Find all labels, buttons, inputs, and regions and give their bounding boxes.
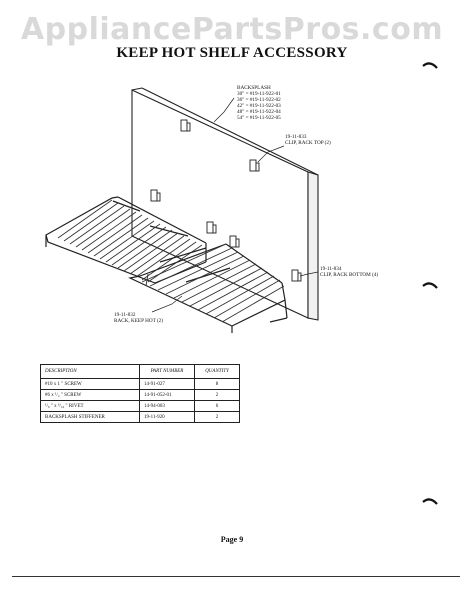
col-part-number: PART NUMBER — [139, 364, 195, 379]
cell-description: #6 x ¹/₂ " SCREW — [40, 389, 140, 401]
callout-clip-rack-bottom: 19-11-834 CLIP, RACK BOTTOM (4) — [320, 266, 378, 278]
page-title: KEEP HOT SHELF ACCESSORY — [116, 45, 348, 61]
clip-rack-bottom-number: 19-11-834 — [320, 266, 342, 272]
cell-quantity: 2 — [194, 411, 240, 423]
watermark: AppliancePartsPros.com — [20, 12, 444, 47]
clip-rack-bottom-label: CLIP, RACK BOTTOM (4) — [320, 272, 379, 278]
callout-backsplash: BACKSPLASH 30" = #19-11-922-01 36" = #19… — [237, 85, 281, 121]
backsplash-panel — [131, 87, 319, 321]
clip-rack-top-number: 19-11-833 — [285, 134, 307, 140]
table-row: ¹/₈ " x ³/₁₆ " RIVET 14-94-003 6 — [40, 400, 240, 412]
rack-keep-hot-label: RACK, KEEP HOT (2) — [114, 318, 163, 324]
cell-description: ¹/₈ " x ³/₁₆ " RIVET — [40, 400, 140, 412]
table-row: #6 x ¹/₂ " SCREW 14-91-052-01 2 — [40, 389, 240, 401]
backsplash-size-54: 54" = #19-11-922-05 — [237, 115, 281, 121]
margin-mark — [422, 282, 438, 289]
leader-lines — [151, 97, 319, 313]
margin-mark — [422, 498, 438, 505]
callout-rack-keep-hot: 19-11-832 RACK, KEEP HOT (2) — [114, 312, 163, 324]
cell-part-number: 19-11-920 — [139, 411, 195, 423]
margin-mark — [422, 62, 438, 69]
callout-backsplash-label: BACKSPLASH — [237, 85, 271, 91]
cell-quantity: 8 — [194, 378, 240, 390]
table-row: #10 x 1 " SCREW 14-91-027 8 — [40, 378, 240, 390]
table-row: BACKSPLASH STIFFENER 19-11-920 2 — [40, 411, 240, 423]
cell-description: BACKSPLASH STIFFENER — [40, 411, 140, 423]
callout-clip-rack-top: 19-11-833 CLIP, RACK TOP (2) — [285, 134, 331, 146]
cell-quantity: 2 — [194, 389, 240, 401]
rack-right — [128, 243, 288, 333]
backsplash-size-30: 30" = #19-11-922-01 — [237, 91, 281, 97]
col-quantity: QUANTITY — [194, 364, 240, 379]
clip-rack-top — [180, 119, 260, 172]
clip-rack-bottom — [150, 189, 302, 282]
cell-quantity: 6 — [194, 400, 240, 412]
cell-description: #10 x 1 " SCREW — [40, 378, 140, 390]
rack-left-wires — [57, 199, 203, 283]
backsplash-size-48: 48" = #19-11-922-04 — [237, 109, 281, 115]
backsplash-size-42: 42" = #19-11-922-03 — [237, 103, 281, 109]
page-number: Page 9 — [220, 535, 244, 544]
bottom-rule — [12, 576, 460, 577]
parts-table-header-row: DESCRIPTION PART NUMBER QUANTITY — [40, 364, 240, 379]
cell-part-number: 14-91-052-01 — [139, 389, 195, 401]
clip-rack-top-label: CLIP, RACK TOP (2) — [285, 140, 331, 146]
cell-part-number: 14-91-027 — [139, 378, 195, 390]
backsplash-size-36: 36" = #19-11-922-02 — [237, 97, 281, 103]
cell-part-number: 14-94-003 — [139, 400, 195, 412]
parts-table: DESCRIPTION PART NUMBER QUANTITY #10 x 1… — [40, 364, 240, 423]
rack-right-wires — [141, 243, 285, 323]
rack-keep-hot-number: 19-11-832 — [114, 312, 136, 318]
col-description: DESCRIPTION — [40, 364, 140, 379]
